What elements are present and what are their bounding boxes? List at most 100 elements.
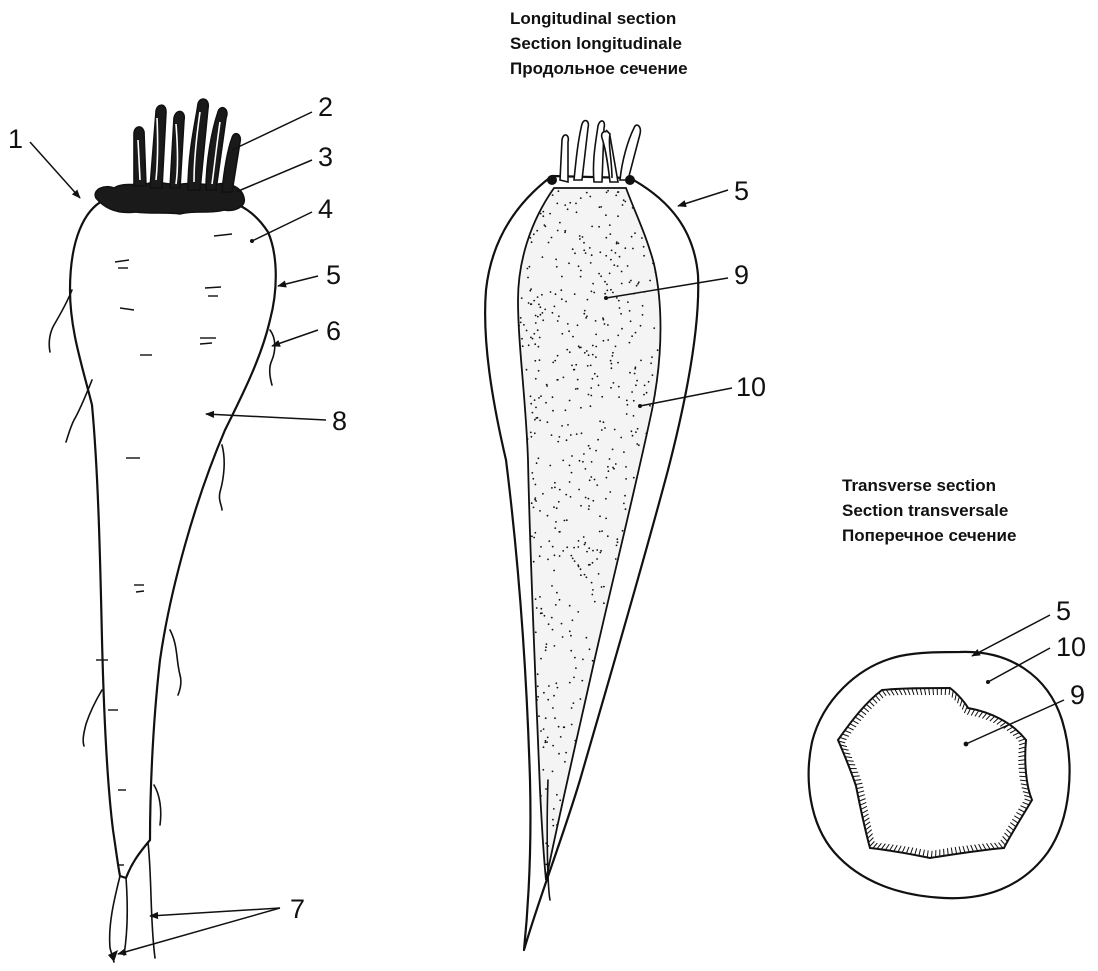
stipple-dot (617, 362, 619, 364)
stipple-dot (612, 292, 614, 294)
stipple-dot (564, 231, 566, 233)
stipple-dot (588, 508, 590, 510)
hatch-line (847, 761, 854, 762)
stipple-dot (543, 728, 545, 730)
stipple-dot (532, 338, 534, 340)
stipple-dot (572, 336, 574, 338)
stipple-dot (552, 312, 554, 314)
rootlet-2 (270, 330, 275, 385)
stipple-dot (547, 737, 549, 739)
stipple-dot (547, 515, 549, 517)
stipple-dot (563, 726, 565, 728)
stipple-dot (588, 505, 590, 507)
leader-1 (30, 142, 80, 198)
stipple-dot (532, 412, 534, 414)
stipple-dot (596, 484, 598, 486)
stipple-dot (589, 479, 591, 481)
stipple-dot (545, 226, 547, 228)
stipple-dot (552, 396, 554, 398)
stipple-dot (535, 598, 537, 600)
transverse-heading: Transverse section Section transversale … (842, 476, 1016, 545)
stipple-dot (551, 487, 553, 489)
stipple-dot (599, 420, 601, 422)
stipple-dot (592, 589, 594, 591)
stipple-dot (564, 520, 566, 522)
stipple-dot (544, 742, 546, 744)
stipple-dot (615, 252, 617, 254)
stipple-dot (616, 538, 618, 540)
stipple-dot (575, 667, 577, 669)
stipple-dot (557, 320, 559, 322)
stipple-dot (624, 495, 626, 497)
stipple-dot (534, 360, 536, 362)
leader-7a (150, 908, 280, 916)
stipple-dot (530, 395, 532, 397)
stipple-dot (588, 394, 590, 396)
stipple-dot (537, 417, 539, 419)
stipple-dot (537, 296, 539, 298)
stipple-dot (548, 242, 550, 244)
stipple-dot (545, 788, 547, 790)
stipple-dot (558, 190, 560, 192)
stipple-dot (559, 489, 561, 491)
stipple-dot (574, 740, 576, 742)
stipple-dot (573, 702, 575, 704)
stipple-dot (599, 552, 601, 554)
stipple-dot (610, 259, 612, 261)
stipple-dot (530, 432, 532, 434)
stipple-dot (569, 400, 571, 402)
stipple-dot (568, 262, 570, 264)
stipple-dot (603, 421, 605, 423)
stipple-dot (554, 717, 556, 719)
stipple-dot (530, 288, 532, 290)
hatch-line (933, 688, 934, 695)
stipple-dot (551, 585, 553, 587)
stipple-dot (583, 536, 585, 538)
stipple-dot (569, 465, 571, 467)
stipple-dot (565, 752, 567, 754)
stipple-dot (569, 605, 571, 607)
stipple-dot (538, 457, 540, 459)
stipple-dot (590, 387, 592, 389)
stipple-dot (632, 435, 634, 437)
stipple-dot (531, 436, 533, 438)
stipple-dot (620, 313, 622, 315)
stipple-dot (600, 206, 602, 208)
stipple-dot (627, 301, 629, 303)
stipple-dot (535, 407, 537, 409)
stipple-dot (626, 413, 628, 415)
stipple-dot (523, 324, 525, 326)
stipple-dot (590, 395, 592, 397)
stipple-dot (657, 349, 659, 351)
stipple-dot (630, 320, 632, 322)
stipple-dot (556, 824, 558, 826)
stipple-dot (586, 350, 588, 352)
stipple-dot (539, 306, 541, 308)
stipple-dot (607, 190, 609, 192)
stipple-dot (616, 241, 618, 243)
rootlet-6 (83, 690, 102, 746)
stipple-dot (561, 623, 563, 625)
stipple-dot (608, 470, 610, 472)
transverse-section-drawing (809, 652, 1070, 898)
stipple-dot (522, 345, 524, 347)
label-10-longitudinal: 10 (736, 372, 766, 402)
stipple-dot (607, 324, 609, 326)
stipple-dot (570, 635, 572, 637)
stipple-dot (585, 252, 587, 254)
crown-node-left (547, 175, 557, 185)
leader-4-dot (250, 239, 254, 243)
tail-root-left (110, 876, 120, 962)
stipple-dot (557, 441, 559, 443)
stipple-dot (592, 283, 594, 285)
stipple-dot (584, 544, 586, 546)
stipple-dot (540, 658, 542, 660)
stipple-dot (651, 356, 653, 358)
stipple-dot (621, 271, 623, 273)
stipple-dot (559, 436, 561, 438)
stipple-dot (545, 646, 547, 648)
stipple-dot (591, 594, 593, 596)
stipple-dot (560, 736, 562, 738)
label-6: 6 (326, 316, 341, 346)
stipple-dot (554, 306, 556, 308)
